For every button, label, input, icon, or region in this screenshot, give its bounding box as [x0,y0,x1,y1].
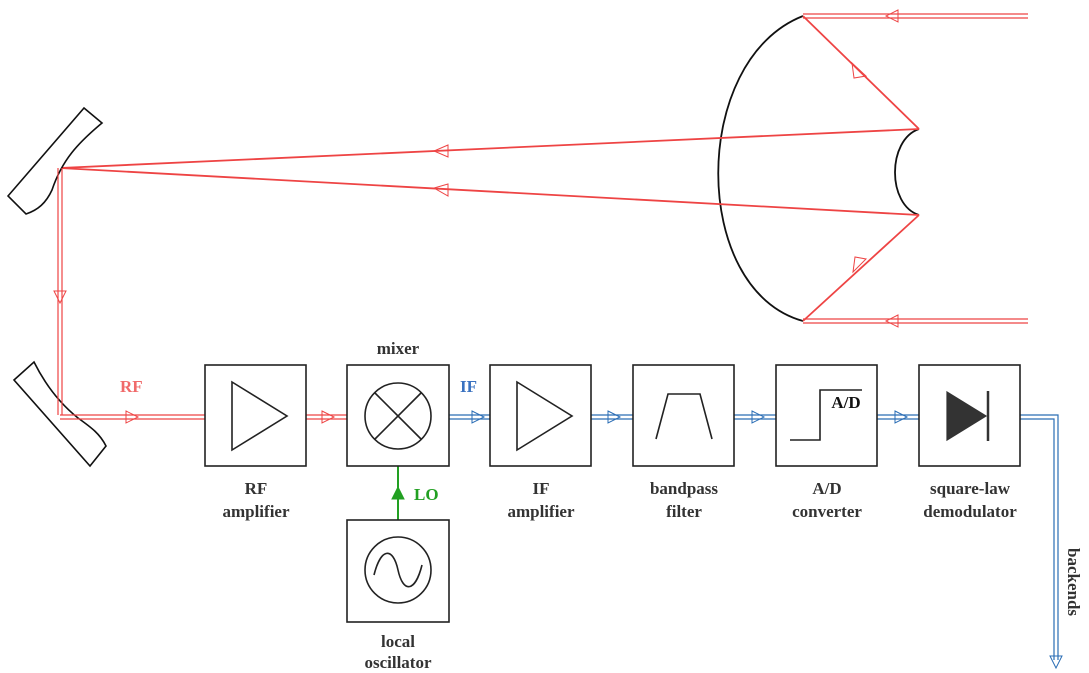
rf-amplifier-block [204,364,307,467]
mixer-block [346,364,450,467]
adc-label-line2: converter [792,502,862,521]
demodulator-label-line2: demodulator [923,502,1017,521]
rf-signal-label: RF [120,377,143,396]
lo-signal-line [391,466,405,520]
bandpass-filter-label-line1: bandpass [650,479,718,498]
rf-amplifier-label-line2: amplifier [222,502,289,521]
primary-reflector [717,15,804,322]
rf-amplifier-label-line1: RF [245,479,268,498]
bandpass-filter-block [632,364,735,467]
mixer-to-if-amp-line [449,410,490,424]
rf-amp-to-mixer-line [306,410,347,424]
ray-secondary-to-mirror-top [59,128,920,169]
if-amplifier-label-line2: amplifier [507,502,574,521]
upper-mirror [6,106,104,215]
rf-signal-line [60,410,205,424]
local-oscillator-block [346,519,450,623]
mixer-label: mixer [377,339,420,358]
ray-primary-to-secondary-top [802,15,920,130]
adc-block [775,364,878,467]
adc-label-line1: A/D [812,479,841,498]
ray-primary-to-secondary-bottom [802,214,920,322]
incoming-ray-top [803,9,1028,23]
output-to-backends-line [1020,414,1063,670]
if-amp-to-bandpass-line [591,410,633,424]
secondary-reflector [894,128,920,216]
lower-mirror [12,360,107,468]
lo-signal-label: LO [414,485,439,504]
incoming-ray-bottom [803,314,1028,328]
bandpass-to-adc-line [734,410,776,424]
adc-symbol-label: A/D [831,393,860,412]
local-oscillator-label-line2: oscillator [364,653,431,672]
ray-mirror-to-mirror [53,168,67,415]
bandpass-filter-label-line2: filter [666,502,702,521]
backends-label: backends [1064,548,1083,616]
demodulator-block [918,364,1021,467]
if-amplifier-label-line1: IF [533,479,550,498]
local-oscillator-label-line1: local [381,632,415,651]
if-signal-label: IF [460,377,477,396]
ray-secondary-to-mirror-bottom [59,167,920,216]
demodulator-label-line1: square-law [930,479,1011,498]
adc-to-demodulator-line [877,410,919,424]
if-amplifier-block [489,364,592,467]
